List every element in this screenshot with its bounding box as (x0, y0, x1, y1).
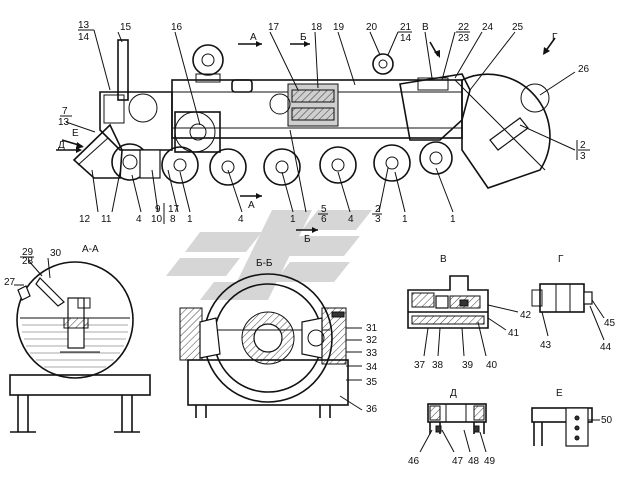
section-mark-b1: Б (300, 32, 307, 43)
road-wheels (161, 141, 453, 186)
label-46: 46 (408, 456, 420, 467)
label-11: 11 (101, 214, 112, 225)
view-d: Д 46 47 48 49 (408, 388, 496, 467)
label-28: 28 (22, 256, 34, 267)
label-33: 33 (366, 348, 378, 359)
label-50: 50 (601, 415, 613, 426)
label-10: 10 (151, 214, 163, 225)
label-view-marker-g: Г (552, 32, 558, 43)
label-39: 39 (462, 360, 474, 371)
label-view-marker-v: В (422, 22, 429, 33)
label-7: 7 (62, 106, 68, 117)
label-17: 17 (268, 22, 280, 33)
label-17b: 17 (168, 204, 180, 215)
label-1b: 1 (290, 214, 296, 225)
label-35: 35 (366, 377, 378, 388)
label-2-right: 2 (580, 140, 586, 151)
label-16: 16 (171, 22, 183, 33)
label-18: 18 (311, 22, 323, 33)
label-view-marker-e: Е (72, 128, 79, 139)
view-title-d: Д (450, 388, 457, 399)
label-1a: 1 (187, 214, 193, 225)
section-mark-a2: А (248, 200, 255, 211)
view-title-v: В (440, 254, 447, 265)
label-8: 8 (170, 214, 176, 225)
label-23: 23 (458, 33, 470, 44)
label-44: 44 (600, 342, 612, 353)
label-25: 25 (512, 22, 524, 33)
section-aa: А-А 27 28 29 30 (4, 244, 151, 433)
label-view-marker-d: Д (58, 140, 65, 151)
section-mark-b2: Б (304, 234, 311, 245)
label-14a: 14 (78, 32, 90, 43)
label-36: 36 (366, 404, 378, 415)
label-45: 45 (604, 318, 616, 329)
main-view (72, 39, 551, 189)
label-1c: 1 (402, 214, 408, 225)
label-20: 20 (366, 22, 378, 33)
label-5: 5 (321, 204, 327, 215)
label-3b: 3 (375, 214, 381, 225)
watermark-logo (166, 210, 372, 300)
section-markers (56, 37, 556, 233)
view-e: Е 50 (531, 388, 613, 447)
label-40: 40 (486, 360, 498, 371)
label-48: 48 (468, 456, 480, 467)
label-2b: 2 (375, 204, 381, 215)
view-title-aa: А-А (82, 244, 99, 255)
label-34: 34 (366, 362, 378, 373)
label-13a: 13 (78, 20, 90, 31)
label-6: 6 (321, 214, 327, 225)
label-13b: 13 (58, 117, 70, 128)
label-15: 15 (120, 22, 132, 33)
label-31: 31 (366, 323, 378, 334)
view-g: Г 43 44 45 (531, 254, 616, 353)
label-1d: 1 (450, 214, 456, 225)
label-30: 30 (50, 248, 62, 259)
label-49: 49 (484, 456, 496, 467)
label-27: 27 (4, 277, 16, 288)
view-title-g: Г (558, 254, 564, 265)
view-title-bb: Б-Б (256, 258, 273, 269)
label-22: 22 (458, 22, 470, 33)
label-41: 41 (508, 328, 520, 339)
section-mark-a1: А (250, 32, 257, 43)
label-38: 38 (432, 360, 444, 371)
label-24: 24 (482, 22, 494, 33)
label-12: 12 (79, 214, 91, 225)
label-14b: 14 (400, 33, 412, 44)
label-42: 42 (520, 310, 532, 321)
label-47: 47 (452, 456, 464, 467)
label-9: 9 (155, 204, 161, 215)
label-4a: 4 (136, 214, 142, 225)
main-view-labels: 13 14 15 16 17 18 19 20 21 14 В 22 23 24… (58, 20, 590, 245)
view-title-e: Е (556, 388, 563, 399)
label-4b: 4 (238, 214, 244, 225)
label-26: 26 (578, 64, 590, 75)
label-4c: 4 (348, 214, 354, 225)
view-v: В 37 38 39 40 41 42 (407, 254, 532, 371)
label-29: 29 (22, 247, 34, 258)
label-19: 19 (333, 22, 345, 33)
label-43: 43 (540, 340, 552, 351)
label-37: 37 (414, 360, 426, 371)
label-3-right: 3 (580, 151, 586, 162)
label-21: 21 (400, 22, 412, 33)
label-32: 32 (366, 335, 378, 346)
section-bb: Б-Б 31 32 33 34 35 36 (179, 258, 378, 418)
